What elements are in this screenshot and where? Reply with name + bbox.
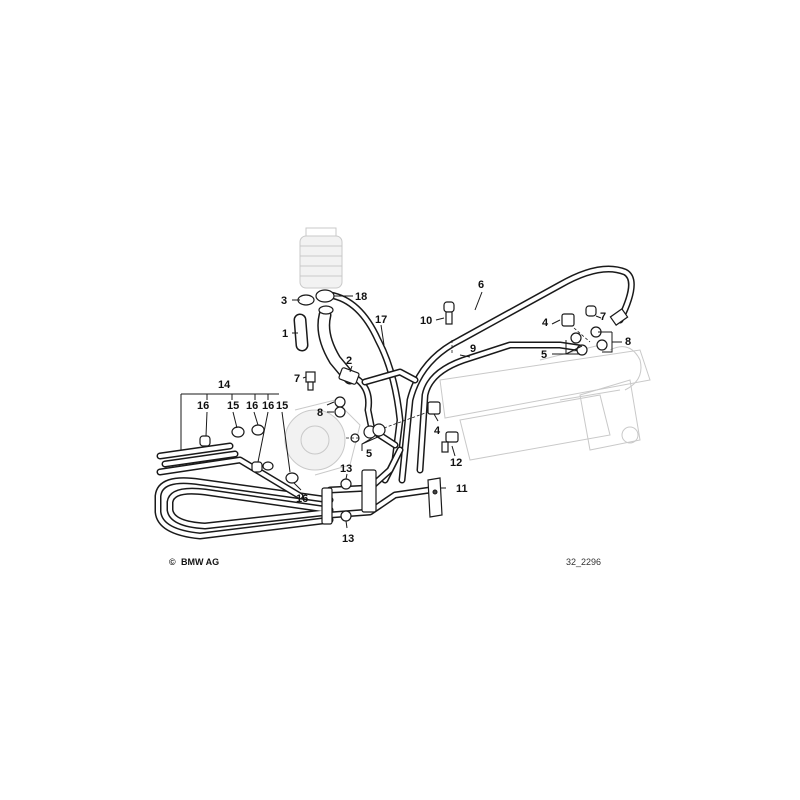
copyright-text: BMW AG	[181, 557, 219, 567]
clip-15	[231, 426, 245, 438]
callout-9: 9	[470, 343, 476, 355]
bolt-4	[427, 401, 441, 415]
callout-17: 17	[375, 314, 387, 326]
bracket-11	[427, 477, 443, 518]
grommet-16	[199, 435, 211, 447]
callout-6: 6	[478, 279, 484, 291]
leader-lines	[180, 291, 622, 529]
callout-16-c: 16	[262, 400, 274, 412]
bolt-12	[445, 431, 459, 443]
pipe-block	[361, 469, 377, 513]
callout-16-a: 16	[197, 400, 209, 412]
callout-16-b: 16	[246, 400, 258, 412]
copyright-symbol: ©	[169, 557, 176, 567]
callout-15-b: 15	[276, 400, 288, 412]
callout-13-top: 13	[340, 463, 352, 475]
bolt-10	[443, 301, 455, 313]
callout-3: 2	[346, 355, 352, 367]
diagram-footer: © BMW AG 32_2296	[169, 557, 601, 567]
callout-18: 18	[355, 291, 367, 303]
grommet-16b	[251, 424, 265, 436]
callout-15-a: 15	[227, 400, 239, 412]
pump-body-ghost	[284, 399, 361, 476]
callout-10: 10	[420, 315, 432, 327]
callout-labels: 3 18 1 17 2 7 8 5 6 10 9 4 12 11 13 13 4…	[197, 279, 631, 545]
steering-boot-ghost	[299, 227, 343, 289]
callout-8-right: 8	[625, 336, 631, 348]
callout-16-d: 16	[296, 493, 308, 505]
fittings	[199, 289, 629, 525]
washer-8	[334, 396, 346, 408]
fitting-3	[338, 367, 360, 385]
drawing-code: 32_2296	[566, 557, 601, 567]
hose-clamp-18	[315, 289, 335, 303]
seal-13-bottom	[340, 510, 352, 522]
callout-4-center: 4	[434, 425, 441, 437]
seal-13-top	[340, 478, 352, 490]
assembly-lines	[346, 327, 591, 439]
callout-14: 14	[218, 379, 231, 391]
callout-8-left: 8	[317, 407, 323, 419]
bolt-4-right	[561, 313, 575, 327]
hose-clamp-2	[297, 294, 315, 306]
callout-11: 11	[456, 483, 468, 495]
grommet-16c	[251, 461, 263, 473]
callout-4-right: 4	[542, 317, 549, 329]
cooling-coil	[154, 442, 334, 540]
steering-rack-ghost	[439, 344, 651, 461]
callout-1: 1	[282, 328, 288, 340]
callout-12: 12	[450, 457, 462, 469]
callout-5-left: 5	[366, 448, 372, 460]
hose-1	[293, 308, 357, 385]
grommet-16d	[285, 472, 299, 484]
callout-7-right: 7	[600, 311, 606, 323]
banjo-bolt-7	[305, 371, 316, 383]
ghost-background	[284, 227, 651, 476]
callout-13-bottom: 13	[342, 533, 354, 545]
callout-2: 3	[281, 295, 287, 307]
washer-8-right	[596, 339, 608, 351]
callout-7-left: 7	[294, 373, 300, 385]
callout-5-right: 5	[541, 349, 547, 361]
bolt-7-right	[585, 305, 597, 317]
